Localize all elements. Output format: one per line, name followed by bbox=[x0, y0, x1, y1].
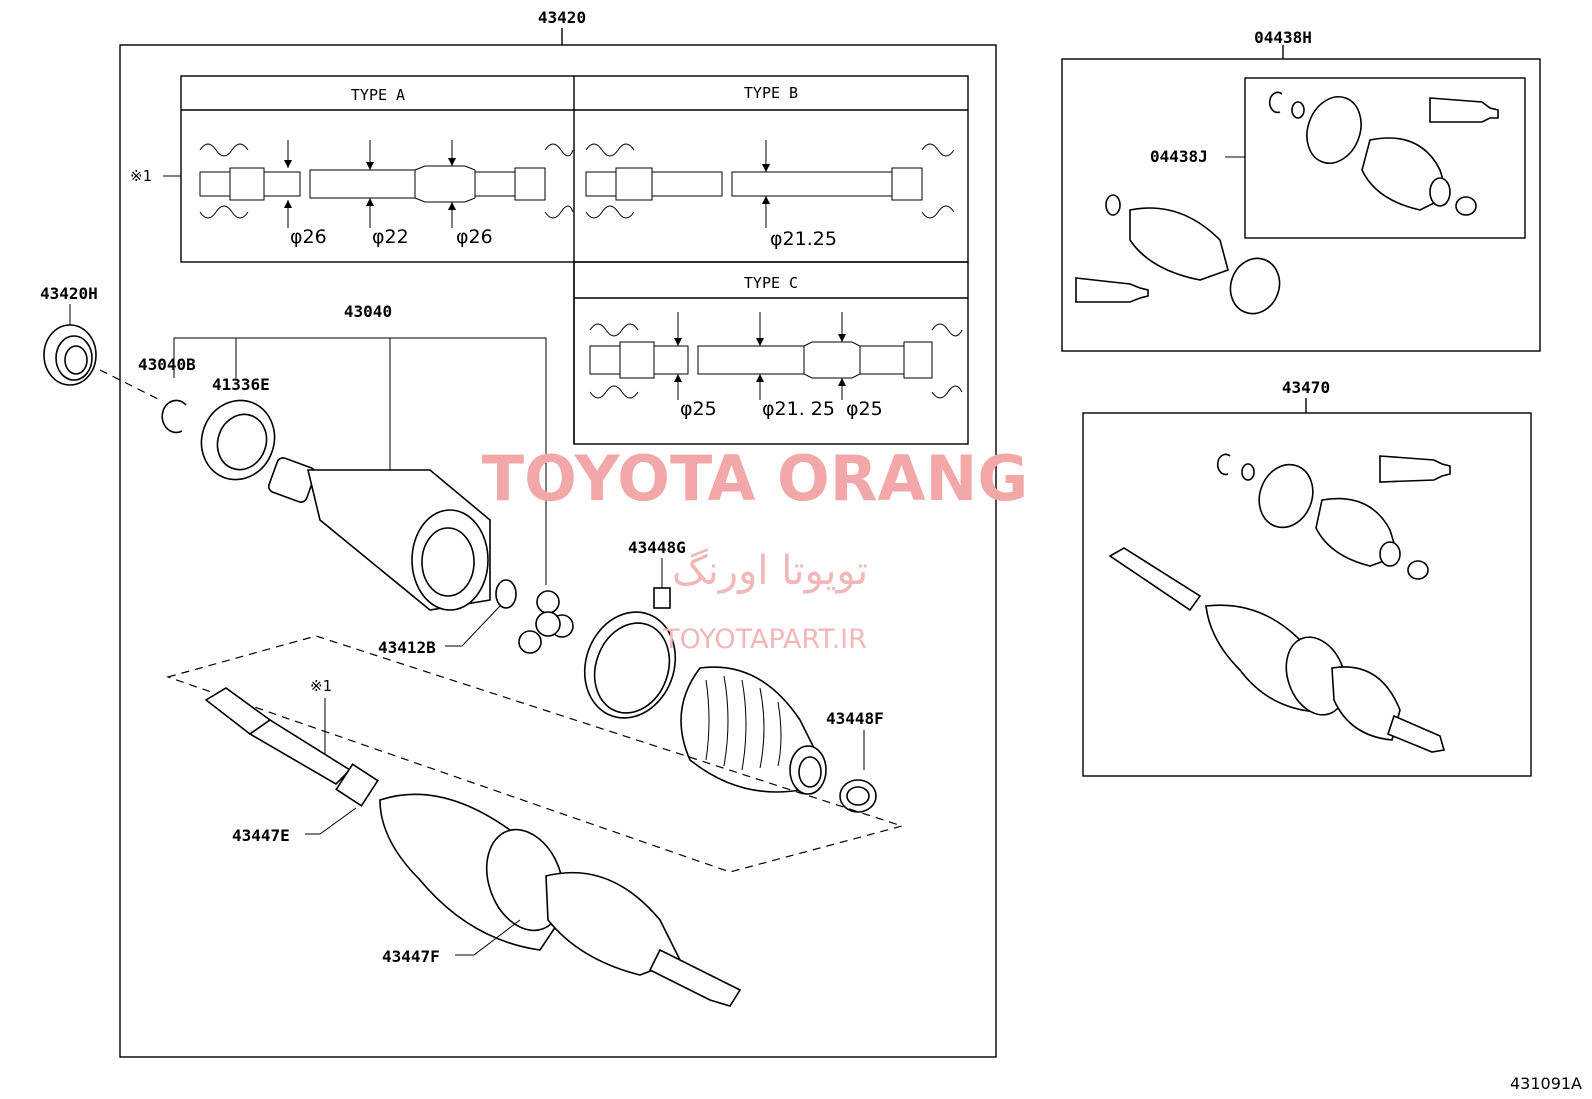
part-43470-assembly: 43470 bbox=[1082, 378, 1532, 777]
label-43470[interactable]: 43470 bbox=[1282, 378, 1330, 397]
label-04438h[interactable]: 04438H bbox=[1254, 28, 1312, 47]
drive-shaft bbox=[204, 687, 742, 1007]
diagram-id: 431091A bbox=[1510, 1074, 1582, 1093]
type-a-dim-2: φ22 bbox=[372, 226, 409, 248]
type-c-shaft-drawing: φ25 φ21. 25 φ25 bbox=[589, 312, 963, 420]
label-43448g[interactable]: 43448G bbox=[628, 538, 686, 557]
shaft-assembly-group: ※1 43447E 43447F bbox=[165, 635, 905, 1007]
watermark-persian: تویوتا اورنگ bbox=[672, 548, 868, 594]
type-table: TYPE A TYPE B TYPE C ※1 φ26 φ22 bbox=[130, 75, 969, 445]
type-c-dim-2: φ21. 25 bbox=[762, 398, 835, 420]
label-43447e[interactable]: 43447E bbox=[232, 826, 290, 845]
type-b-shaft-drawing: φ21.25 bbox=[585, 140, 955, 250]
outboard-kit-parts bbox=[1216, 453, 1451, 580]
ref-note-type-table: ※1 bbox=[130, 167, 152, 185]
type-a-title: TYPE A bbox=[351, 86, 405, 104]
tripod-joint bbox=[518, 590, 574, 654]
label-04438j[interactable]: 04438J bbox=[1150, 147, 1208, 166]
label-43420h[interactable]: 43420H bbox=[40, 284, 98, 303]
type-a-shaft-drawing: φ26 φ22 φ26 bbox=[199, 140, 574, 248]
inboard-joint-housing bbox=[267, 457, 491, 611]
label-43040[interactable]: 43040 bbox=[344, 302, 392, 321]
main-assembly-frame: 43420 bbox=[119, 8, 997, 1058]
type-a-dim-3: φ26 bbox=[456, 226, 493, 248]
label-41336e[interactable]: 41336E bbox=[212, 375, 270, 394]
part-43040-group: 43040 43040B 41336E 43412B bbox=[138, 302, 574, 657]
type-a-dim-1: φ26 bbox=[290, 226, 327, 248]
label-43420[interactable]: 43420 bbox=[538, 8, 586, 27]
part-43448g-clamp: 43448G bbox=[583, 538, 686, 719]
watermark-site: TOYOTAPART.IR bbox=[662, 624, 867, 655]
snap-ring-43040b bbox=[161, 399, 187, 434]
type-b-title: TYPE B bbox=[744, 84, 798, 102]
type-c-title: TYPE C bbox=[744, 274, 798, 292]
outboard-shaft bbox=[1108, 547, 1446, 753]
watermark: TOYOTA ORANG تویوتا اورنگ TOYOTAPART.IR bbox=[482, 442, 1028, 655]
label-43040b[interactable]: 43040B bbox=[138, 355, 196, 374]
part-04438h-kit: 04438H 04438J bbox=[1061, 28, 1541, 352]
watermark-latin: TOYOTA ORANG bbox=[482, 442, 1028, 515]
part-43448f-clamp: 43448F bbox=[826, 709, 884, 813]
part-43420h-bearing: 43420H bbox=[40, 284, 161, 401]
ref-note-shaft: ※1 bbox=[310, 677, 332, 695]
type-c-dim-1: φ25 bbox=[680, 398, 717, 420]
type-b-dim-1: φ21.25 bbox=[770, 228, 837, 250]
snap-ring-43412b bbox=[495, 579, 517, 609]
boot-kit-outer-parts bbox=[1075, 194, 1281, 315]
type-c-dim-3: φ25 bbox=[846, 398, 883, 420]
inboard-boot bbox=[680, 666, 827, 795]
label-43412b[interactable]: 43412B bbox=[378, 638, 436, 657]
boot-kit-inner-parts bbox=[1268, 91, 1499, 216]
label-43447f[interactable]: 43447F bbox=[382, 947, 440, 966]
label-43448f[interactable]: 43448F bbox=[826, 709, 884, 728]
